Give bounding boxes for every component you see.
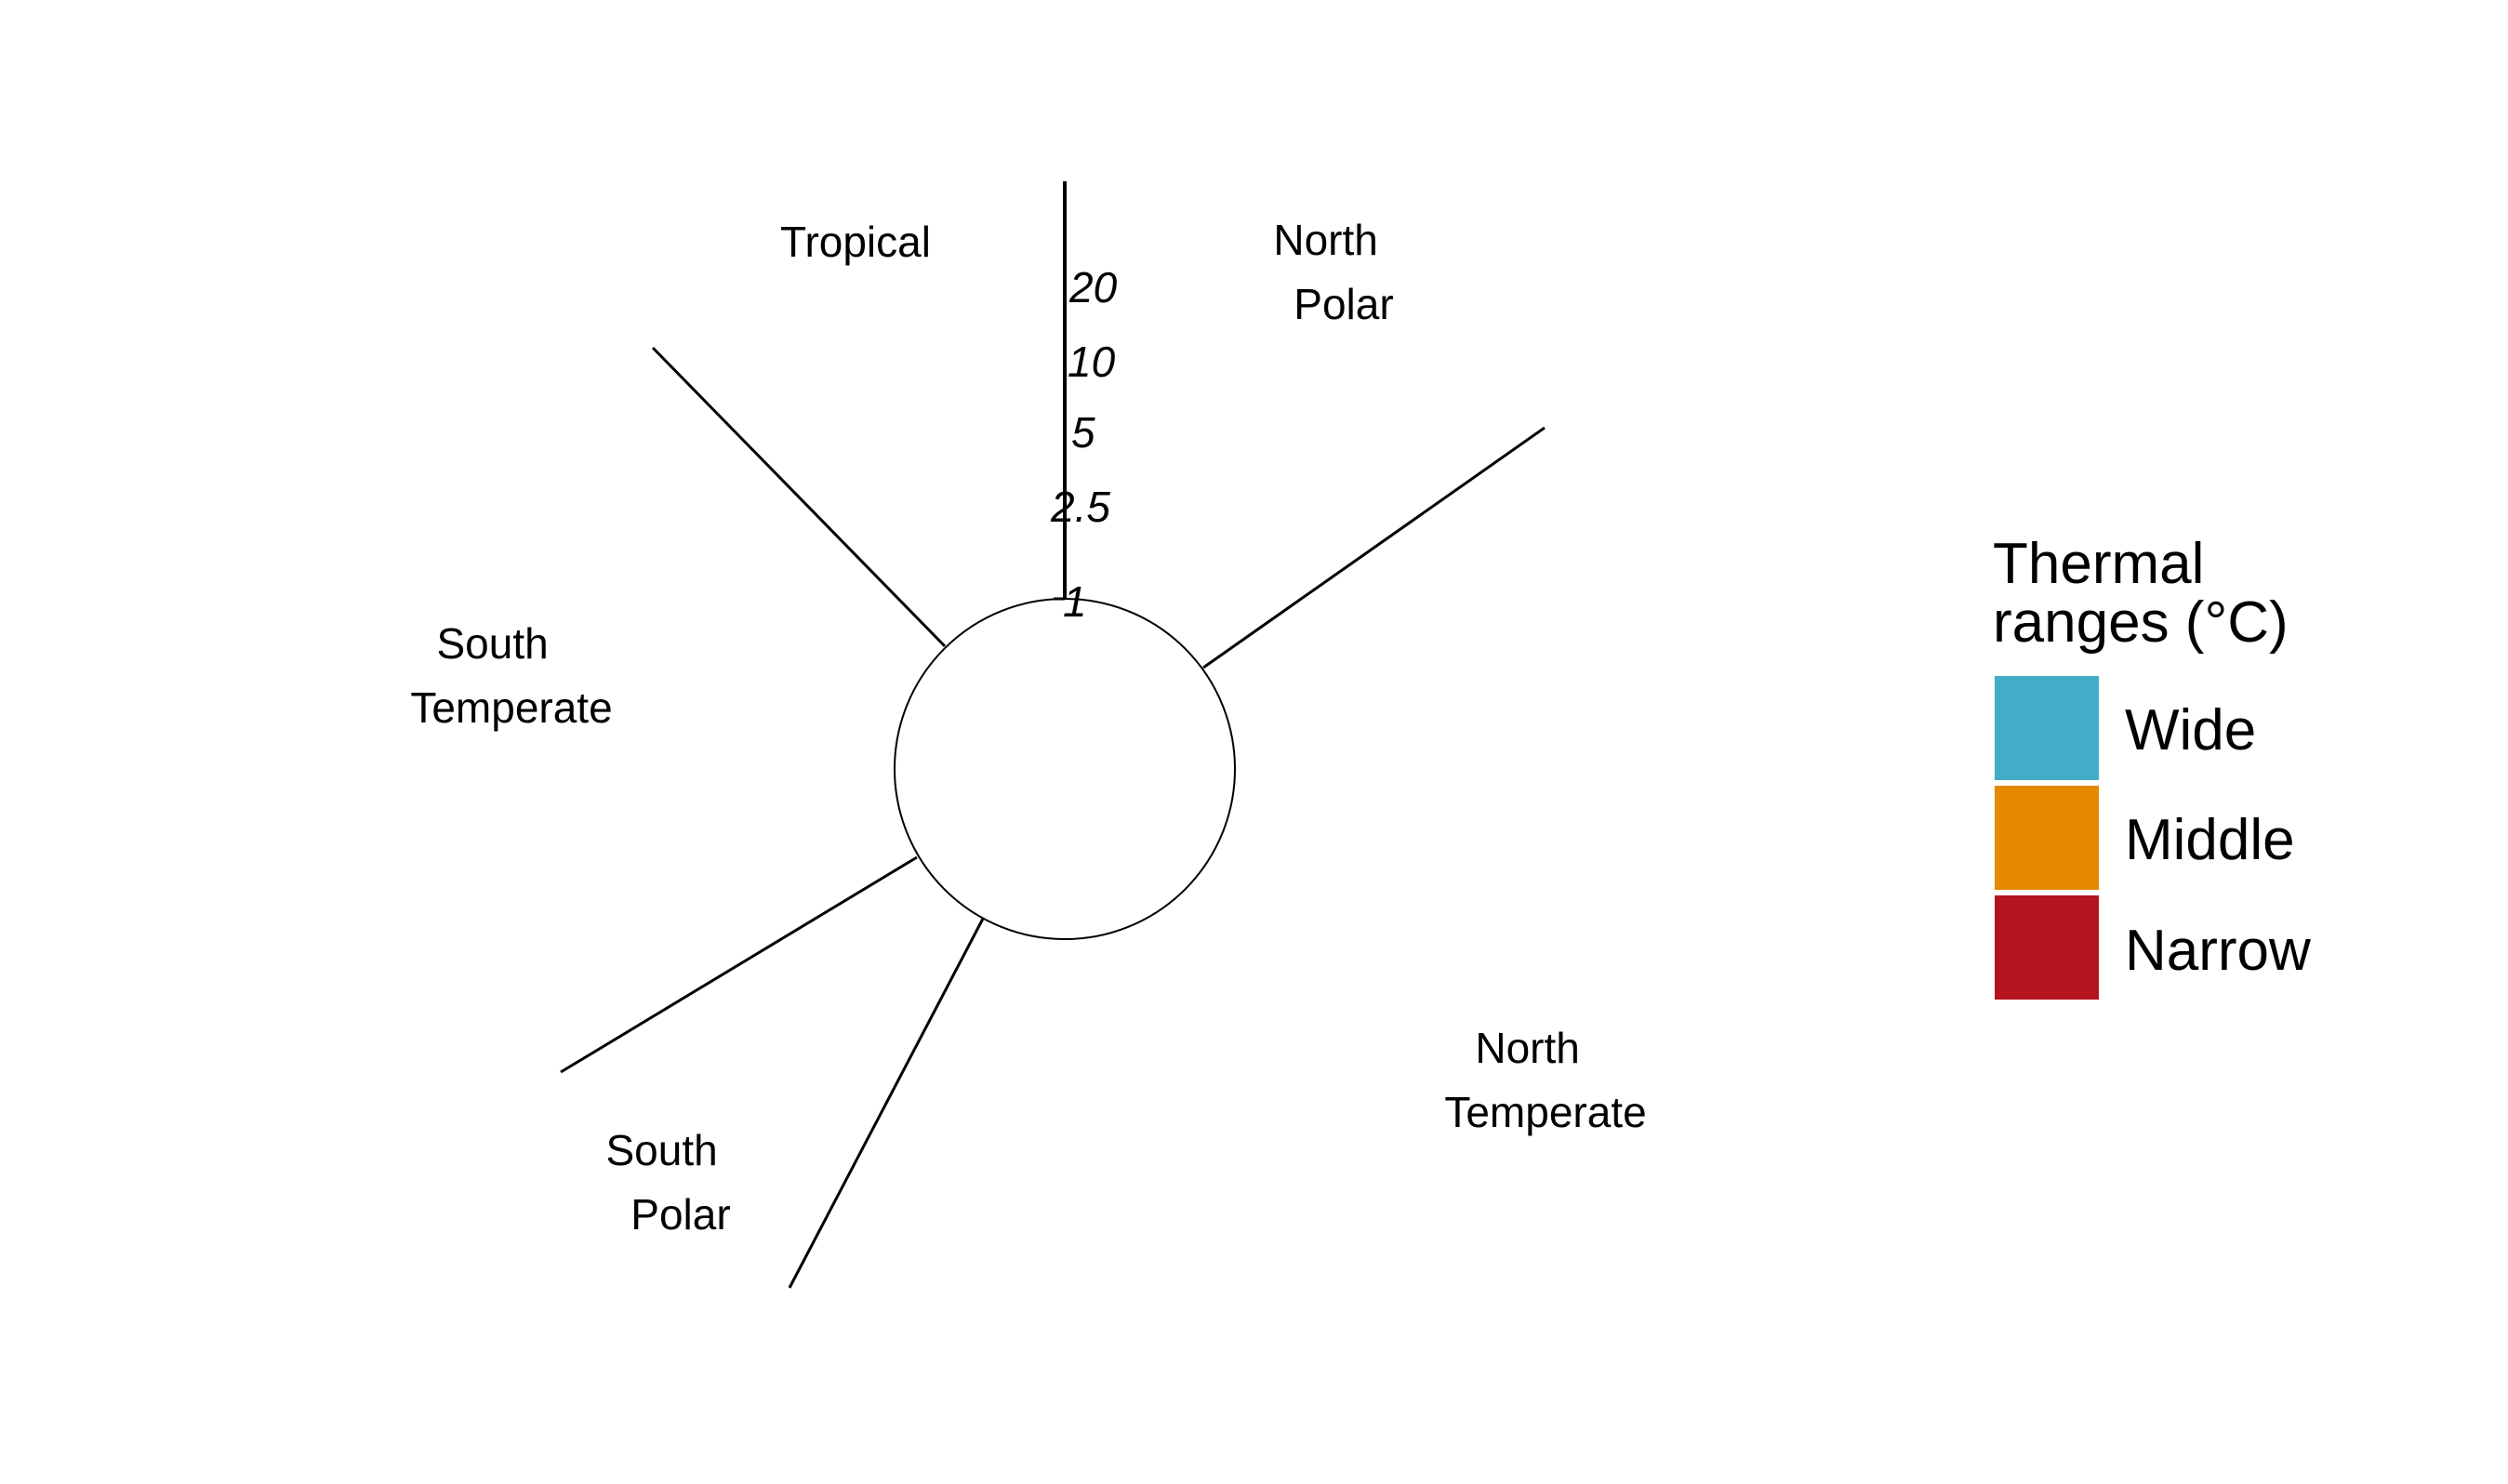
sector-label-line: Tropical	[780, 218, 931, 266]
sector-label-tropical: Tropical	[780, 218, 931, 266]
sector-label-line: North	[1273, 216, 1377, 264]
legend-swatch-wide	[1995, 676, 2099, 780]
sector-label-north-temperate: North Temperate	[1444, 1024, 1646, 1136]
sector-label-south-polar: South Polar	[606, 1126, 731, 1239]
sector-label-south-temperate: South Temperate	[410, 619, 612, 732]
sector-label-line: South	[606, 1126, 718, 1174]
divider-north-polar-north-temperate	[1202, 426, 1546, 669]
sector-label-line: Polar	[630, 1190, 730, 1239]
divider-south-temperate-south-polar	[560, 855, 918, 1074]
legend-title-line: ranges (°C)	[1993, 590, 2289, 655]
axis-tick-label: 5	[1071, 408, 1095, 457]
legend-title: Thermal ranges (°C)	[1993, 532, 2289, 655]
legend-swatch-narrow	[1995, 895, 2099, 1000]
sector-label-line: Temperate	[410, 683, 612, 732]
axis-tick-label: 20	[1068, 263, 1118, 311]
sector-label-line: North	[1475, 1024, 1579, 1072]
legend: Thermal ranges (°C) Wide Middle Narrow	[1993, 532, 2311, 1000]
axis-tick-label: 1	[1063, 577, 1087, 626]
sector-label-north-polar: North Polar	[1273, 216, 1393, 328]
axis-tick-label: 2.5	[1050, 483, 1110, 531]
legend-swatch-middle	[1995, 786, 2099, 890]
sector-label-line: Temperate	[1444, 1088, 1646, 1136]
legend-label-wide: Wide	[2125, 698, 2256, 762]
divider-south-polar-north-temperate	[788, 918, 985, 1289]
legend-label-middle: Middle	[2125, 808, 2295, 872]
divider-tropical-south-temperate	[651, 346, 947, 648]
sector-label-line: Polar	[1294, 280, 1393, 328]
sector-label-line: South	[437, 619, 549, 668]
center-circle	[894, 598, 1236, 940]
axis-tick-label: 10	[1068, 338, 1116, 386]
legend-label-narrow: Narrow	[2125, 919, 2311, 983]
legend-title-line: Thermal	[1993, 532, 2204, 596]
